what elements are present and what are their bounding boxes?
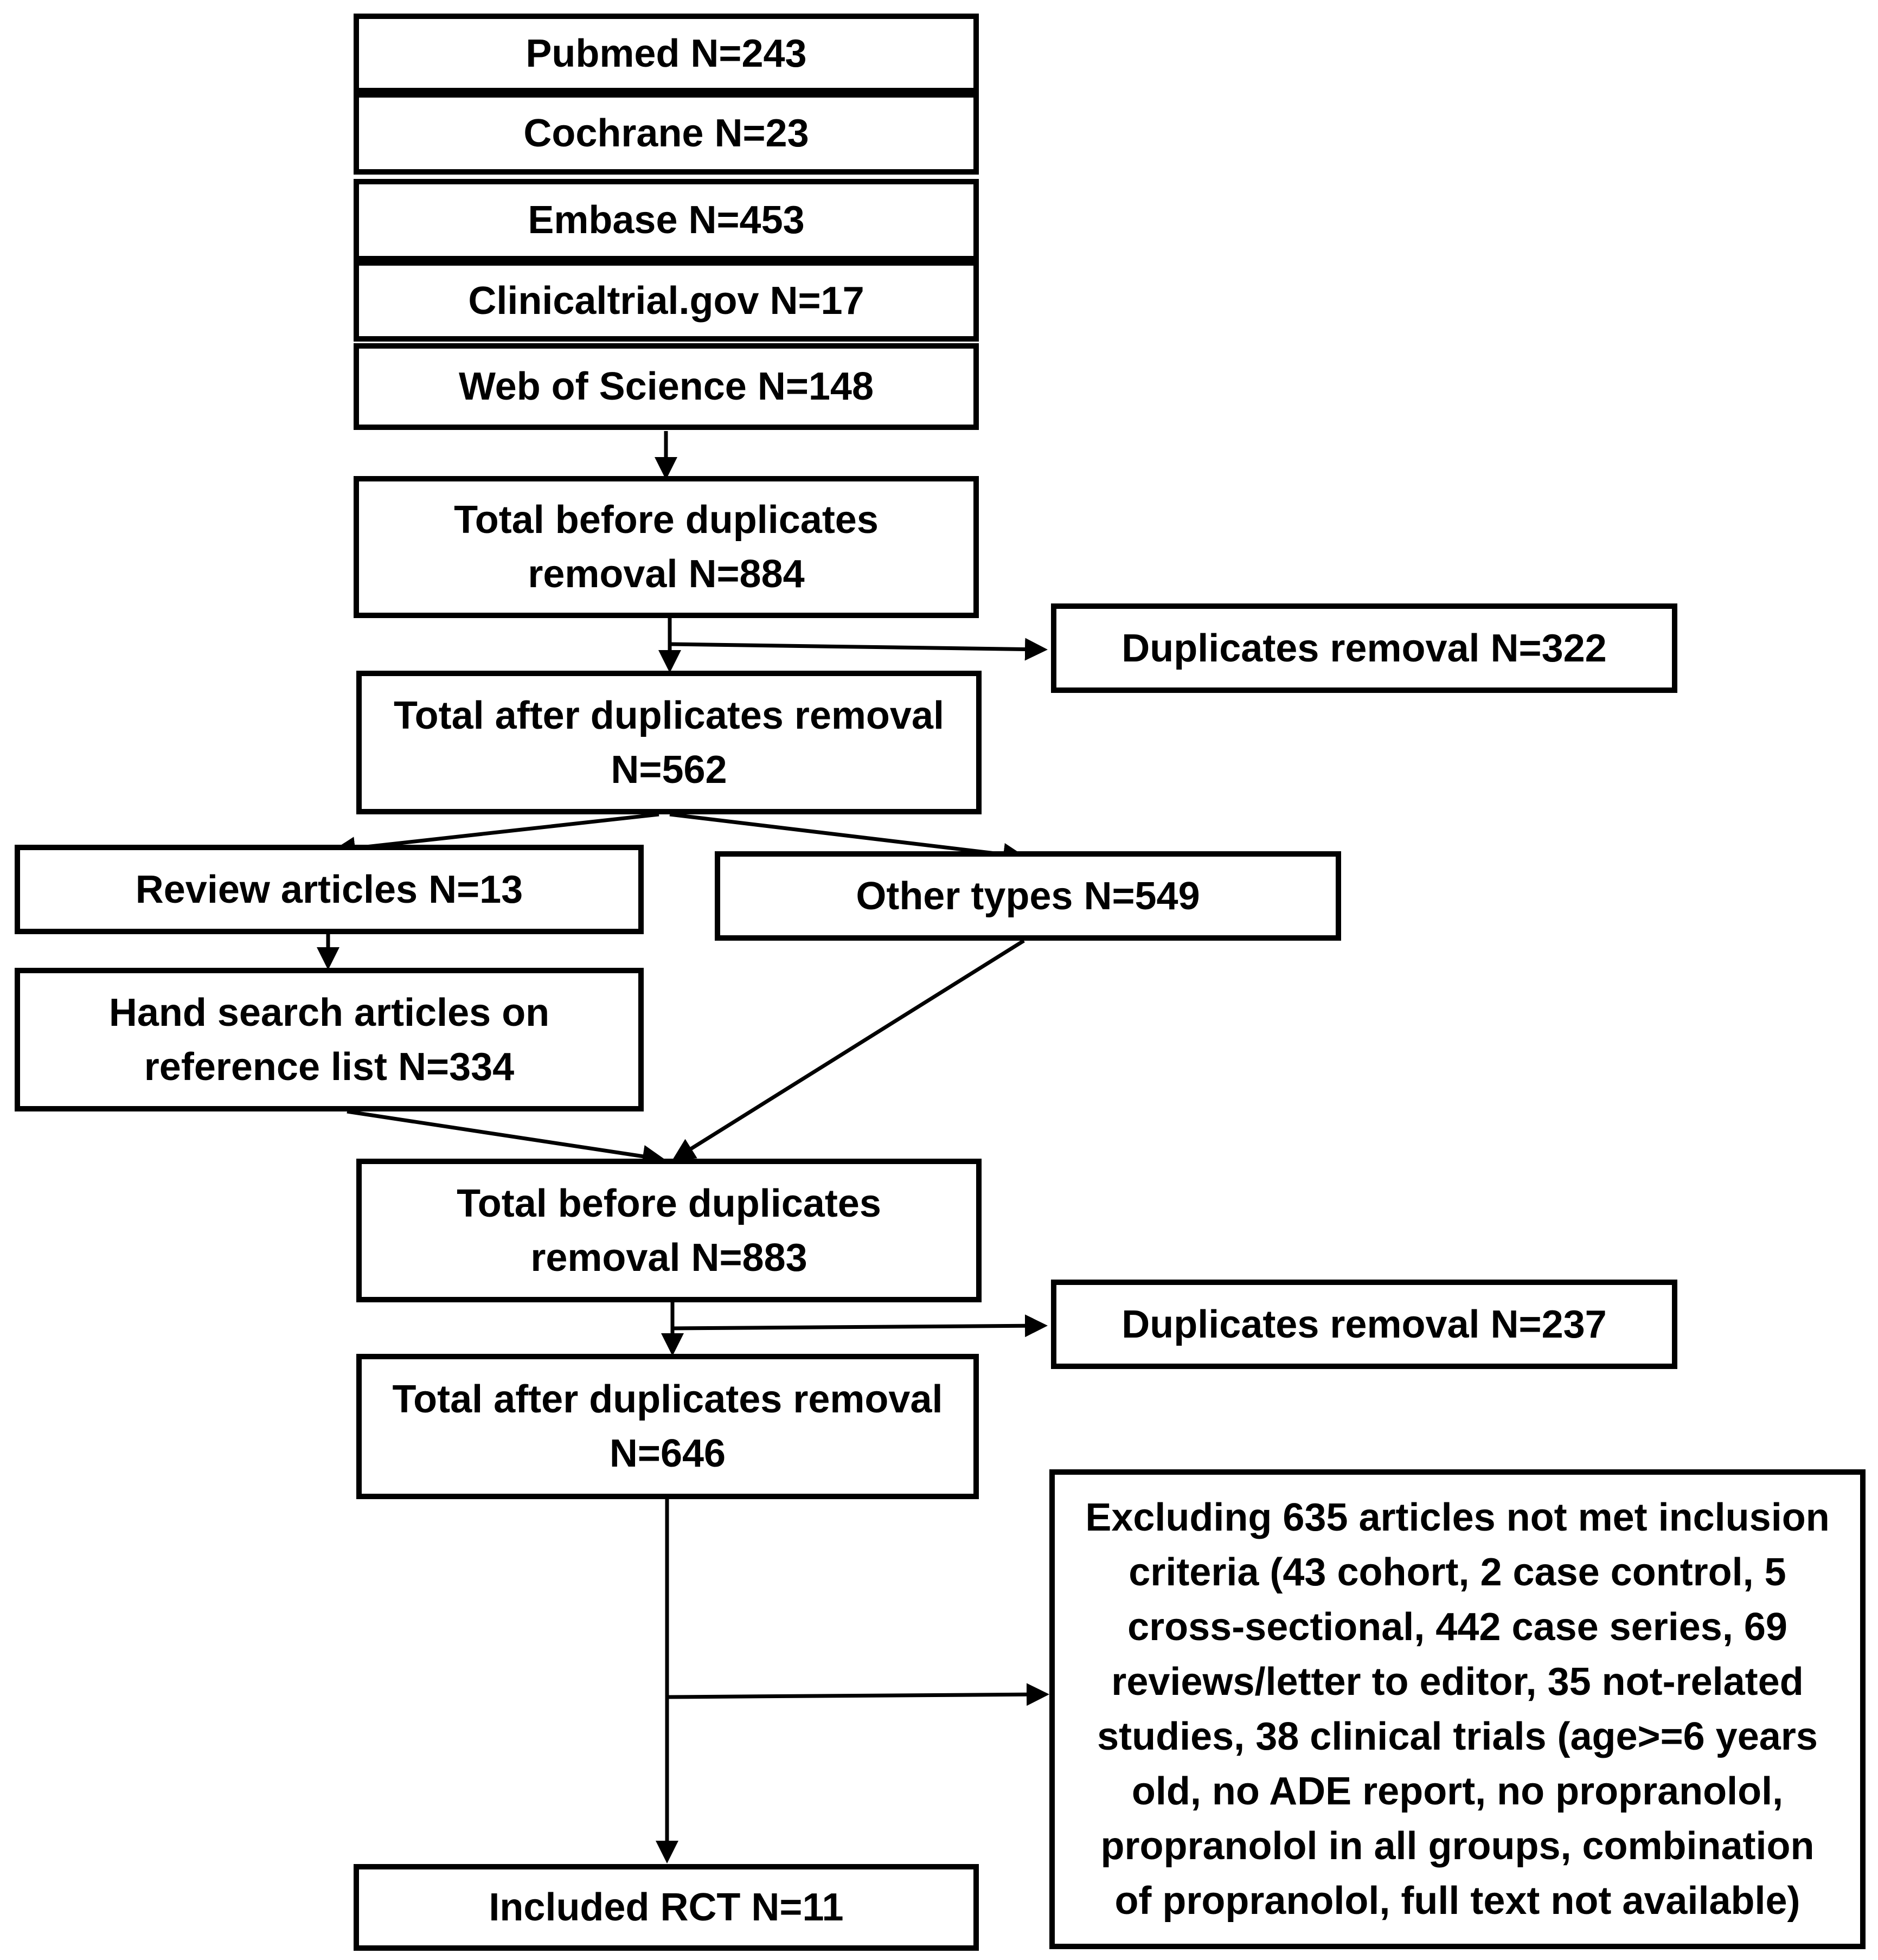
excluding-line-6: old, no ADE report, no propranolol,: [1131, 1769, 1784, 1813]
excluding-line-3: cross-sectional, 442 case series, 69: [1127, 1605, 1787, 1649]
total-after-2-line1: Total after duplicates removal: [392, 1378, 943, 1421]
included-rct-box: Included RCT N=11: [354, 1864, 979, 1951]
pubmed-label: Pubmed N=243: [525, 31, 807, 75]
duplicates-removal-1-label: Duplicates removal N=322: [1121, 626, 1607, 670]
excluding-line-4: reviews/letter to editor, 35 not-related: [1111, 1660, 1804, 1704]
total-after-1-line1: Total after duplicates removal: [394, 693, 944, 737]
total-before-duplicates-box-1: Total before duplicates removal N=884: [354, 476, 979, 618]
cochrane-box: Cochrane N=23: [354, 92, 979, 175]
arrow-to-duplicates-removal-1: [669, 638, 1048, 661]
pubmed-box: Pubmed N=243: [354, 14, 979, 93]
clinicaltrial-label: Clinicaltrial.gov N=17: [468, 279, 864, 323]
excluding-line-2: criteria (43 cohort, 2 case control, 5: [1129, 1550, 1786, 1594]
review-articles-label: Review articles N=13: [135, 867, 523, 911]
cochrane-label: Cochrane N=23: [523, 112, 809, 155]
hand-search-line1: Hand search articles on: [108, 991, 550, 1034]
other-types-box: Other types N=549: [715, 851, 1341, 941]
excluding-line-1: Excluding 635 articles not met inclusion: [1085, 1495, 1830, 1539]
hand-search-line2: reference list N=334: [144, 1045, 515, 1089]
excluding-line-8: of propranolol, full text not available): [1114, 1879, 1800, 1923]
duplicates-removal-2-label: Duplicates removal N=237: [1121, 1302, 1607, 1346]
embase-label: Embase N=453: [528, 198, 805, 242]
arrow-to-duplicates-removal-2: [672, 1314, 1048, 1338]
embase-box: Embase N=453: [354, 179, 979, 261]
total-after-1-line2: N=562: [611, 748, 727, 792]
hand-search-box: Hand search articles on reference list N…: [15, 968, 644, 1111]
other-types-label: Other types N=549: [856, 874, 1200, 918]
arrow-hand-search-to-total-before-2: [347, 1109, 665, 1168]
arrow-other-types-to-total-before-2: [672, 939, 1025, 1161]
review-articles-box: Review articles N=13: [15, 845, 644, 934]
arrow-to-excluding: [666, 1683, 1049, 1706]
arrow-to-review-articles: [332, 812, 659, 860]
total-before-2-line1: Total before duplicates: [457, 1181, 881, 1225]
duplicates-removal-box-2: Duplicates removal N=237: [1051, 1280, 1677, 1369]
total-before-duplicates-box-2: Total before duplicates removal N=883: [356, 1159, 982, 1302]
excluding-criteria-box: Excluding 635 articles not met inclusion…: [1049, 1469, 1866, 1949]
total-before-1-line1: Total before duplicates: [454, 498, 879, 542]
web-of-science-label: Web of Science N=148: [459, 365, 874, 408]
clinicaltrial-box: Clinicaltrial.gov N=17: [354, 260, 979, 342]
excluding-line-7: propranolol in all groups, combination: [1100, 1824, 1815, 1868]
duplicates-removal-box-1: Duplicates removal N=322: [1051, 603, 1677, 693]
included-rct-label: Included RCT N=11: [489, 1886, 844, 1929]
total-after-2-line2: N=646: [609, 1432, 726, 1475]
web-of-science-box: Web of Science N=148: [354, 343, 979, 430]
arrow-to-other-types: [669, 812, 1026, 866]
excluding-line-5: studies, 38 clinical trials (age>=6 year…: [1097, 1714, 1818, 1758]
total-after-duplicates-box-1: Total after duplicates removal N=562: [356, 671, 982, 814]
total-before-1-line2: removal N=884: [528, 552, 805, 596]
total-before-2-line2: removal N=883: [530, 1236, 807, 1280]
total-after-duplicates-box-2: Total after duplicates removal N=646: [356, 1354, 979, 1499]
